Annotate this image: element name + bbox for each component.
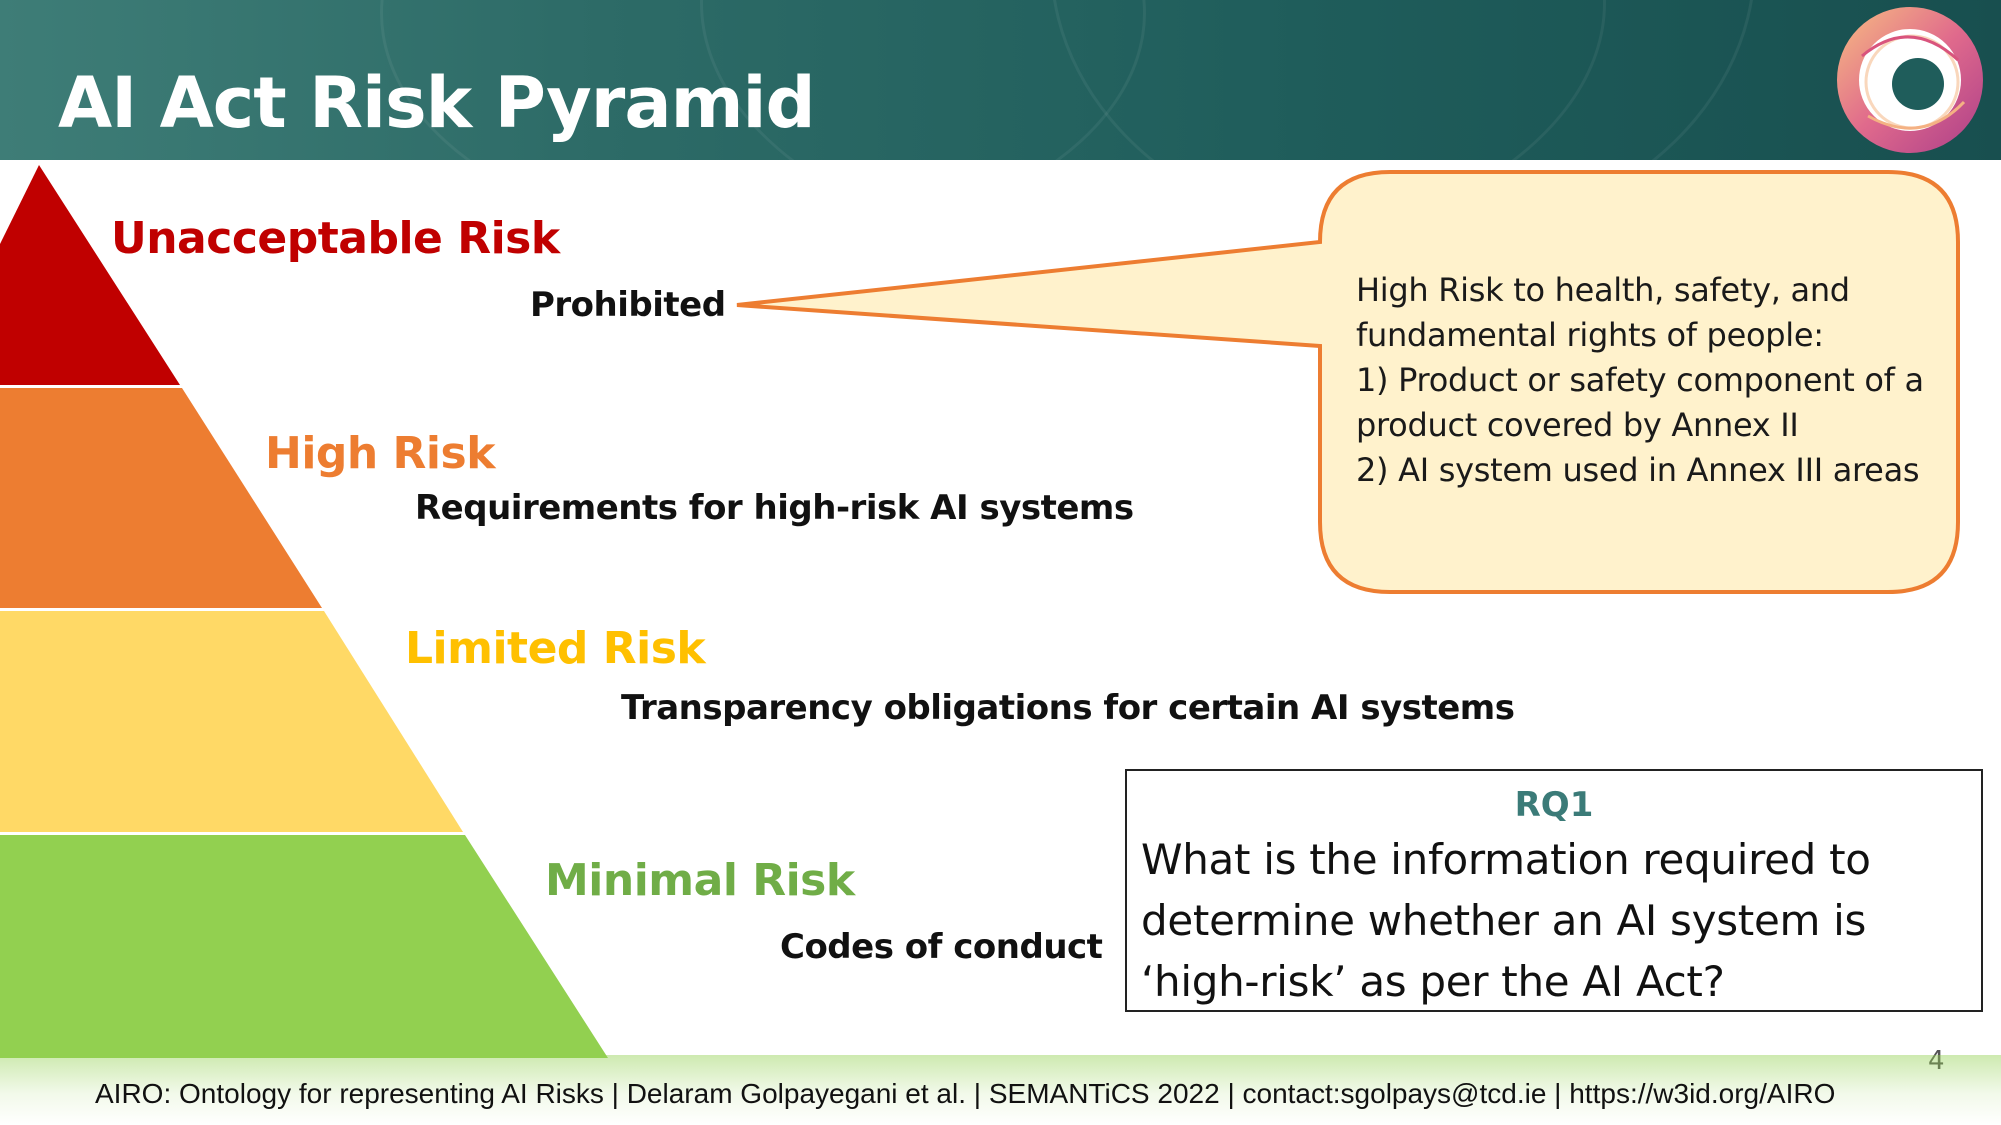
callout-line: High Risk to health, safety, and [1356, 271, 1850, 309]
level-title-high: High Risk [265, 428, 495, 479]
page-number: 4 [1928, 1046, 1945, 1076]
callout-line: product covered by Annex II [1356, 406, 1799, 444]
pyramid-tier-high [0, 388, 322, 608]
research-question-label: RQ1 [1514, 785, 1594, 825]
level-title-minimal: Minimal Risk [545, 855, 855, 906]
callout-line: 2) AI system used in Annex III areas [1356, 451, 1920, 489]
slide-title: AI Act Risk Pyramid [58, 62, 816, 144]
level-description-minimal: Codes of conduct [780, 927, 1103, 967]
pyramid-tier-limited [0, 611, 463, 832]
research-question-text: What is the information required to dete… [1141, 829, 1971, 1012]
level-description-limited: Transparency obligations for certain AI … [621, 688, 1515, 728]
conference-logo-icon [1837, 7, 1983, 153]
research-question-box: RQ1 What is the information required to … [1125, 769, 1983, 1012]
level-title-limited: Limited Risk [405, 623, 706, 674]
footer-bar [0, 1055, 2001, 1125]
level-title-unacceptable: Unacceptable Risk [111, 213, 560, 264]
level-description-high: Requirements for high-risk AI systems [415, 488, 1134, 528]
research-question-line: determine whether an AI system is [1141, 896, 1867, 945]
footer-citation: AIRO: Ontology for representing AI Risks… [95, 1078, 1836, 1109]
background-arch-decoration [1050, 0, 1756, 160]
risk-pyramid [0, 165, 608, 1058]
callout-line: 1) Product or safety component of a [1356, 361, 1924, 399]
level-description-unacceptable: Prohibited [530, 285, 726, 325]
research-question-line: ‘high-risk’ as per the AI Act? [1141, 957, 1725, 1006]
callout-line: fundamental rights of people: [1356, 316, 1824, 354]
pyramid-tier-minimal [0, 835, 608, 1058]
pyramid-tier-unacceptable [0, 165, 180, 385]
high-risk-callout: High Risk to health, safety, and fundame… [1356, 268, 1936, 493]
slide-header [0, 0, 2001, 160]
research-question-line: What is the information required to [1141, 835, 1871, 884]
